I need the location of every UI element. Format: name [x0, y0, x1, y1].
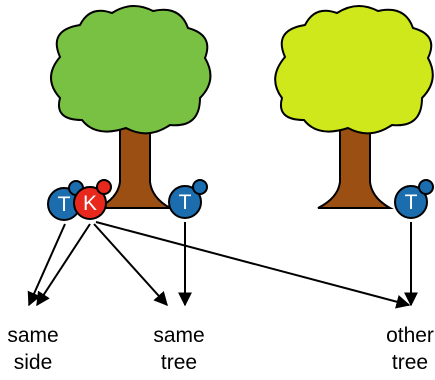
k-token-knob: [96, 179, 112, 195]
arrows: [27, 221, 418, 309]
t-token-body: [168, 185, 202, 219]
t-token-left-tree-1: T: [47, 180, 84, 221]
arrow-t1-to-same-side: [27, 223, 66, 307]
t-token-knob: [192, 179, 208, 195]
t-token-left-tree-2: T: [168, 179, 208, 219]
arrow-k-to-same-tree: [93, 223, 168, 307]
label-same-tree-line2: tree: [161, 351, 197, 374]
k-token: K: [73, 179, 112, 220]
t-token-letter: T: [58, 193, 71, 216]
k-token-letter: K: [83, 192, 97, 215]
label-same-tree: same tree: [153, 324, 204, 374]
label-other-tree-line1: other: [386, 324, 434, 347]
left-tree-trunk: [97, 119, 174, 209]
left-tree: [50, 5, 212, 209]
right-tree-trunk: [317, 119, 394, 209]
label-other-tree: other tree: [386, 324, 434, 374]
k-token-body: [73, 186, 107, 220]
arrow-k-to-same-side: [36, 223, 91, 307]
t-token-letter: T: [405, 191, 418, 214]
label-same-side-line1: same: [7, 324, 58, 347]
right-tree-canopy: [274, 5, 434, 135]
t-token-body: [394, 185, 428, 219]
label-other-tree-line2: tree: [392, 351, 428, 374]
arrow-k-to-other-tree: [95, 221, 411, 309]
label-same-side-line2: side: [14, 351, 53, 374]
left-tree-canopy: [50, 5, 212, 135]
t-token-knob: [418, 179, 434, 195]
label-same-side: same side: [7, 324, 58, 374]
t-token-right-tree: T: [394, 179, 434, 219]
right-tree: [274, 5, 434, 209]
label-same-tree-line1: same: [153, 324, 204, 347]
t-token-letter: T: [179, 191, 192, 214]
